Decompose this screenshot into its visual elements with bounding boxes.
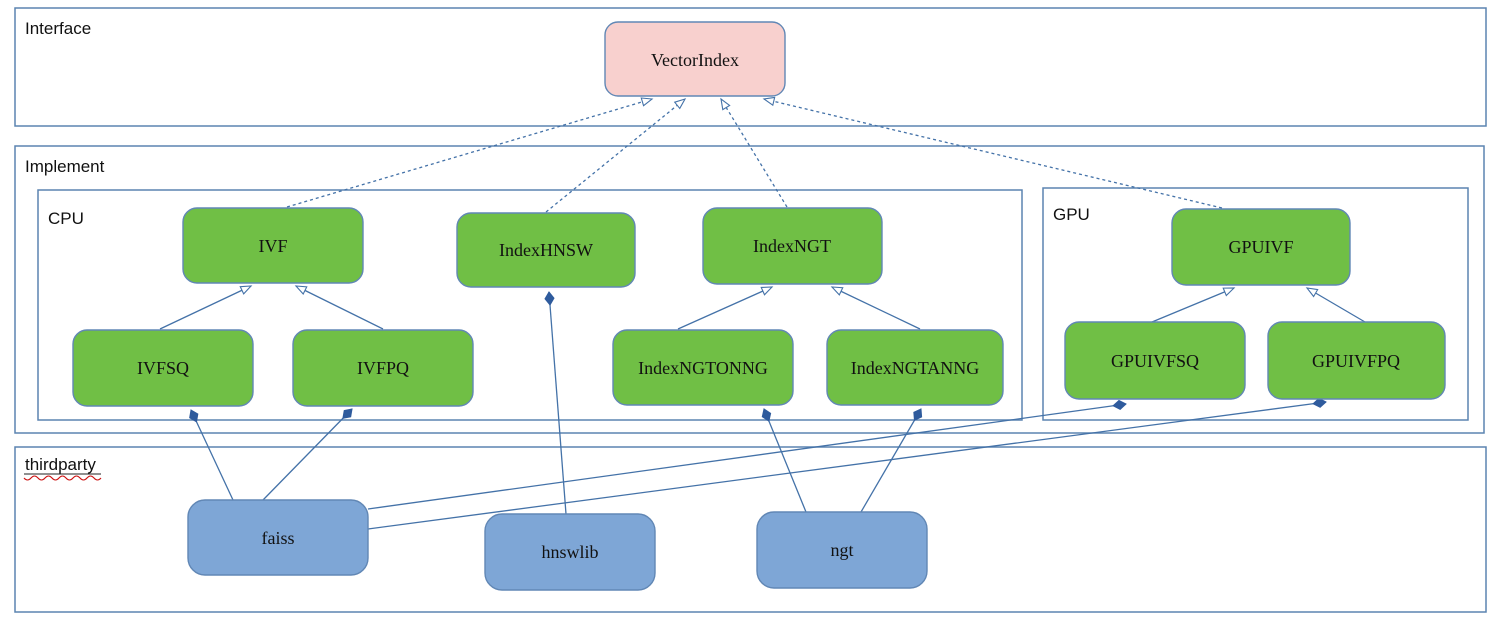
edge-generalization-indexngtanng-indexngt[interactable] [830,286,921,330]
node-label-hnswlib: hnswlib [541,542,598,562]
node-label-indexhnsw: IndexHNSW [499,240,593,260]
spellcheck-squiggle [23,475,102,481]
group-label-implement: Implement [25,157,105,176]
edge-composition-hnswlib-indexhnsw[interactable] [544,291,567,515]
node-label-indexngtonng: IndexNGTONNG [638,358,768,378]
edge-generalization-ivfpq-ivf[interactable] [294,285,384,330]
node-hnswlib[interactable] [484,513,656,591]
node-label-ngt: ngt [830,540,853,560]
edge-realization-gpuivf-vectorindex[interactable] [762,96,1223,209]
node-ngt[interactable] [756,511,928,589]
node-gpuivfpq[interactable] [1267,321,1446,400]
node-label-indexngtanng: IndexNGTANNG [851,358,980,378]
group-thirdparty[interactable] [14,446,1487,613]
edge-realization-ivf-vectorindex[interactable] [286,97,654,208]
node-label-indexngt: IndexNGT [753,236,831,256]
node-label-vectorindex: VectorIndex [651,50,739,70]
group-interface[interactable] [14,7,1487,127]
node-ivf[interactable] [182,207,364,284]
group-label-gpu: GPU [1053,205,1090,224]
node-label-ivfsq: IVFSQ [137,358,189,378]
edge-realization-indexhnsw-vectorindex[interactable] [545,98,687,213]
node-ivfsq[interactable] [72,329,254,407]
edge-generalization-ivfsq-ivf[interactable] [159,285,253,330]
node-indexngtanng[interactable] [826,329,1004,406]
node-label-gpuivf: GPUIVF [1228,237,1293,257]
node-ivfpq[interactable] [292,329,474,407]
node-gpuivf[interactable] [1171,208,1351,286]
node-label-ivfpq: IVFPQ [357,358,409,378]
edge-composition-faiss-ivfsq[interactable] [189,409,234,501]
group-implement[interactable] [14,145,1485,434]
edge-composition-faiss-ivfpq[interactable] [262,408,353,501]
edge-generalization-gpuivfsq-gpuivf[interactable] [1151,287,1236,323]
group-label-cpu: CPU [48,209,84,228]
node-label-gpuivfpq: GPUIVFPQ [1312,351,1400,371]
node-gpuivfsq[interactable] [1064,321,1246,400]
node-label-ivf: IVF [258,236,287,256]
edge-composition-faiss-gpuivfpq[interactable] [367,397,1327,530]
group-label-interface: Interface [25,19,91,38]
edge-composition-ngt-indexngtonng[interactable] [761,408,807,513]
node-faiss[interactable] [187,499,369,576]
node-label-faiss: faiss [262,528,295,548]
node-indexngt[interactable] [702,207,883,285]
edge-generalization-indexngtonng-indexngt[interactable] [677,286,774,330]
node-indexhnsw[interactable] [456,212,636,288]
edge-composition-ngt-indexngtanng[interactable] [860,408,923,513]
group-cpu[interactable] [37,189,1023,421]
node-vectorindex[interactable] [604,21,786,97]
edge-generalization-gpuivfpq-gpuivf[interactable] [1305,287,1366,323]
edge-realization-indexngt-vectorindex[interactable] [720,97,788,208]
edge-composition-faiss-gpuivfsq[interactable] [367,399,1127,510]
node-indexngtonng[interactable] [612,329,794,406]
node-label-gpuivfsq: GPUIVFSQ [1111,351,1199,371]
group-label-thirdparty: thirdparty [25,455,96,474]
group-gpu[interactable] [1042,187,1469,421]
